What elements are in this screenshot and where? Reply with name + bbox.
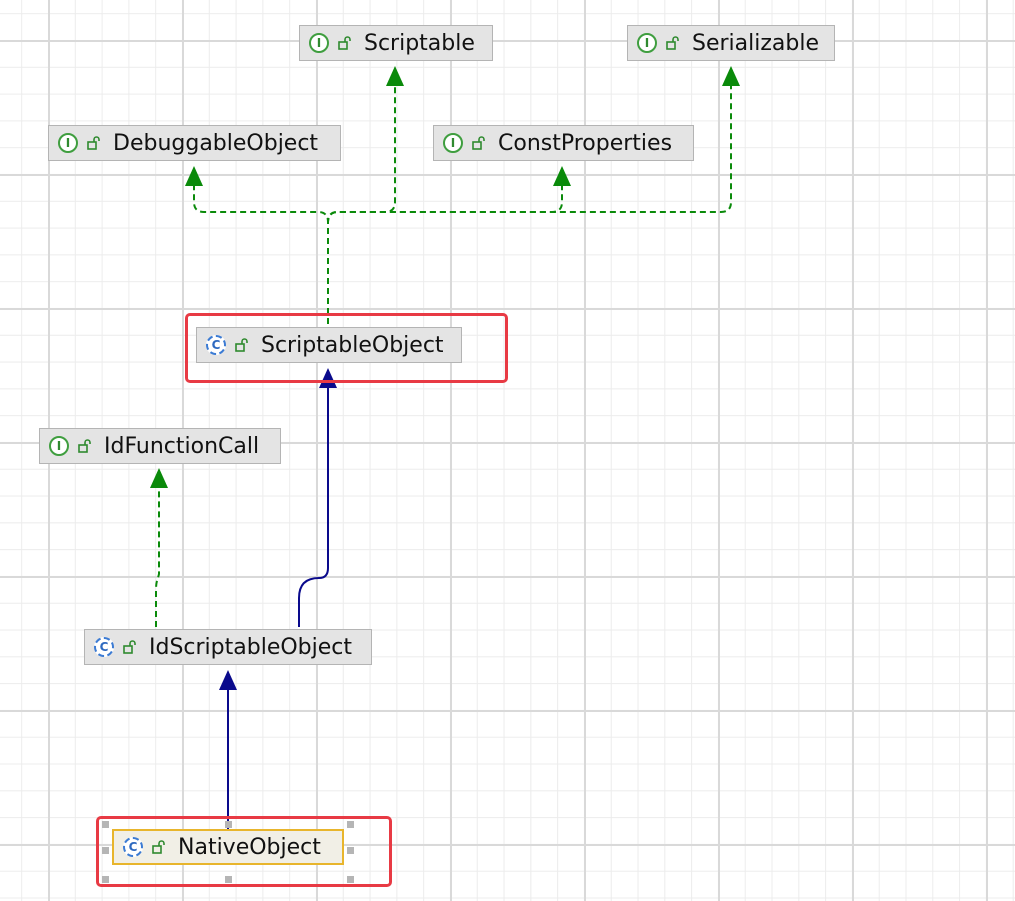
resize-handle-e[interactable] bbox=[347, 847, 354, 854]
unlock-icon bbox=[235, 338, 248, 352]
node-serializable[interactable]: I Serializable bbox=[627, 25, 835, 61]
node-scriptableobject[interactable]: C ScriptableObject bbox=[196, 327, 462, 363]
node-idfunctioncall[interactable]: I IdFunctionCall bbox=[39, 428, 281, 464]
arrowhead-debuggable bbox=[185, 166, 203, 186]
unlock-icon bbox=[87, 136, 100, 150]
edge-scriptableobject-debuggable bbox=[193, 182, 329, 324]
node-constproperties[interactable]: I ConstProperties bbox=[433, 125, 694, 161]
class-icon: C bbox=[123, 837, 143, 857]
resize-handle-n[interactable] bbox=[225, 821, 232, 828]
interface-icon: I bbox=[637, 33, 657, 53]
edge-idscriptableobject-idfunctioncall bbox=[155, 484, 160, 627]
interface-icon: I bbox=[58, 133, 78, 153]
unlock-icon bbox=[666, 36, 679, 50]
node-label: DebuggableObject bbox=[113, 130, 319, 156]
unlock-icon bbox=[78, 439, 91, 453]
class-icon: C bbox=[206, 335, 226, 355]
resize-handle-ne[interactable] bbox=[347, 821, 354, 828]
resize-handle-w[interactable] bbox=[102, 847, 109, 854]
resize-handle-sw[interactable] bbox=[102, 876, 109, 883]
arrowhead-scriptable bbox=[386, 66, 404, 86]
node-label: IdFunctionCall bbox=[104, 433, 260, 459]
node-label: NativeObject bbox=[178, 834, 321, 860]
node-scriptable[interactable]: I Scriptable bbox=[299, 25, 493, 61]
interface-icon: I bbox=[443, 133, 463, 153]
node-label: ScriptableObject bbox=[261, 332, 444, 358]
resize-handle-se[interactable] bbox=[347, 876, 354, 883]
edge-idscriptableobject-scriptableobject bbox=[298, 384, 329, 627]
arrowhead-idscriptableobject bbox=[219, 670, 237, 690]
unlock-icon bbox=[152, 840, 165, 854]
class-icon: C bbox=[94, 637, 114, 657]
node-idscriptableobject[interactable]: C IdScriptableObject bbox=[84, 629, 372, 665]
resize-handle-s[interactable] bbox=[225, 876, 232, 883]
unlock-icon bbox=[123, 640, 136, 654]
resize-handle-nw[interactable] bbox=[102, 821, 109, 828]
edge-scriptableobject-constprops bbox=[327, 182, 563, 324]
arrowhead-scriptableobject bbox=[319, 368, 337, 388]
node-label: Serializable bbox=[692, 30, 820, 56]
node-label: Scriptable bbox=[364, 30, 475, 56]
interface-icon: I bbox=[309, 33, 329, 53]
node-nativeobject[interactable]: C NativeObject bbox=[112, 829, 344, 865]
edge-scriptableobject-scriptable bbox=[327, 82, 396, 324]
highlight-nativeobject bbox=[96, 816, 392, 887]
node-debuggableobject[interactable]: I DebuggableObject bbox=[48, 125, 341, 161]
interface-icon: I bbox=[49, 436, 69, 456]
arrowhead-constprops bbox=[553, 166, 571, 186]
unlock-icon bbox=[472, 136, 485, 150]
arrowhead-idfunctioncall bbox=[150, 468, 168, 488]
arrowhead-serializable bbox=[722, 66, 740, 86]
node-label: ConstProperties bbox=[498, 130, 673, 156]
highlight-scriptableobject bbox=[185, 313, 508, 383]
unlock-icon bbox=[338, 36, 351, 50]
edge-scriptableobject-serializable bbox=[327, 82, 732, 324]
node-label: IdScriptableObject bbox=[149, 634, 353, 660]
